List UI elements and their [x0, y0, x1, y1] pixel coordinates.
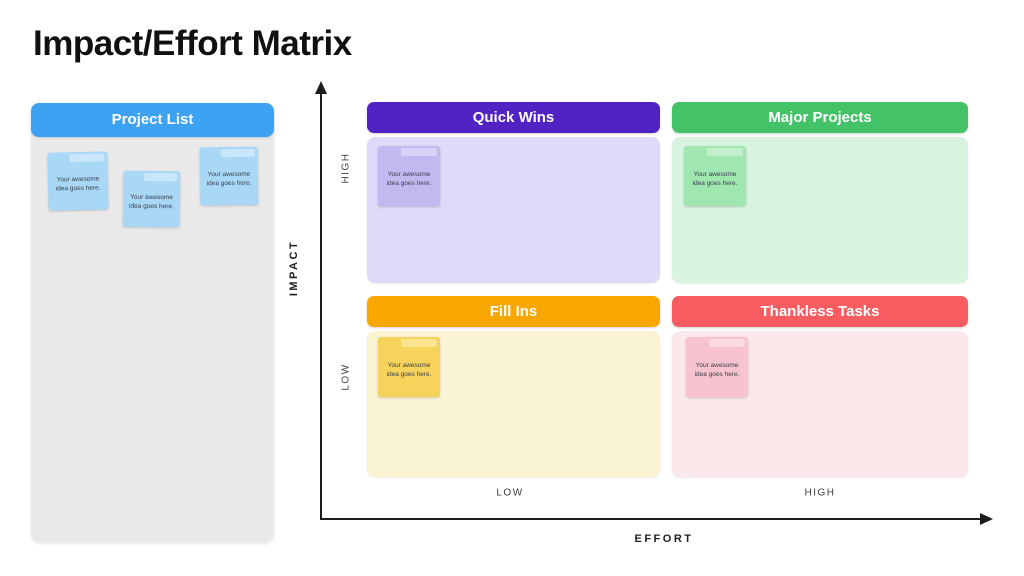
- quadrant-header: Fill Ins: [367, 296, 660, 327]
- quadrant-major-projects: Major Projects Your awesome idea goes he…: [672, 102, 968, 283]
- sticky-note[interactable]: Your awesome idea goes here.: [199, 146, 259, 206]
- quadrant-thankless-tasks: Thankless Tasks Your awesome idea goes h…: [672, 296, 968, 477]
- quadrant-body: Your awesome idea goes here.: [367, 137, 660, 283]
- y-axis-arrow-icon: [315, 81, 327, 94]
- quadrant-header: Thankless Tasks: [672, 296, 968, 327]
- x-axis-arrow-icon: [980, 513, 993, 525]
- note-text: Your awesome idea goes here.: [128, 194, 174, 211]
- project-list-header: Project List: [31, 103, 274, 137]
- project-list-panel: Project List Your awesome idea goes here…: [31, 103, 274, 543]
- page-title: Impact/Effort Matrix: [33, 24, 352, 63]
- note-text: Your awesome idea goes here.: [692, 171, 738, 187]
- sticky-note[interactable]: Your awesome idea goes here.: [378, 146, 440, 206]
- x-axis-tick-high: HIGH: [804, 487, 836, 499]
- note-text: Your awesome idea goes here.: [386, 171, 432, 187]
- note-tape-icon: [401, 339, 437, 347]
- quadrant-quick-wins: Quick Wins Your awesome idea goes here.: [367, 102, 660, 283]
- quadrant-header: Major Projects: [672, 102, 968, 133]
- quadrant-header: Quick Wins: [367, 102, 660, 133]
- y-axis-tick-low: LOW: [340, 363, 352, 391]
- quadrant-fill-ins: Fill Ins Your awesome idea goes here.: [367, 296, 660, 477]
- note-text: Your awesome idea goes here.: [206, 171, 252, 188]
- note-text: Your awesome idea goes here.: [386, 362, 432, 378]
- x-axis-tick-low: LOW: [496, 487, 524, 499]
- quadrant-body: Your awesome idea goes here.: [672, 137, 968, 283]
- x-axis-label: EFFORT: [634, 533, 694, 545]
- note-tape-icon: [707, 148, 743, 156]
- note-text: Your awesome idea goes here.: [55, 175, 101, 193]
- y-axis-tick-high: HIGH: [340, 152, 352, 184]
- note-text: Your awesome idea goes here.: [694, 362, 740, 378]
- sticky-note[interactable]: Your awesome idea goes here.: [47, 151, 109, 211]
- note-tape-icon: [401, 148, 437, 156]
- sticky-note[interactable]: Your awesome idea goes here.: [122, 170, 181, 228]
- note-tape-icon: [221, 148, 255, 158]
- sticky-note[interactable]: Your awesome idea goes here.: [686, 337, 748, 397]
- note-tape-icon: [709, 339, 745, 347]
- sticky-note[interactable]: Your awesome idea goes here.: [684, 146, 746, 206]
- quadrant-body: Your awesome idea goes here.: [367, 331, 660, 477]
- y-axis-label: IMPACT: [288, 239, 300, 297]
- note-tape-icon: [69, 153, 105, 163]
- matrix-axes: [315, 81, 993, 525]
- sticky-note[interactable]: Your awesome idea goes here.: [378, 337, 440, 397]
- quadrant-body: Your awesome idea goes here.: [672, 331, 968, 477]
- note-tape-icon: [144, 172, 178, 182]
